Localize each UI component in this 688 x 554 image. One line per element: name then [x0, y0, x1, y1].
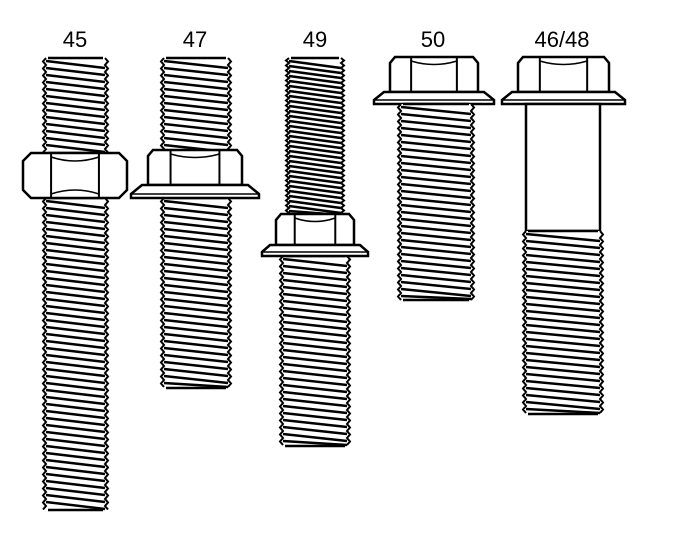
stud-49-upper-thread	[284, 56, 346, 218]
flange-nut-47	[129, 148, 261, 200]
stud-45-upper-thread	[41, 56, 110, 155]
fastener-45	[21, 56, 129, 512]
fastener-49	[260, 56, 370, 448]
label-45: 45	[63, 27, 87, 52]
bolt-head-46-48	[500, 55, 627, 106]
label-49: 49	[303, 27, 327, 52]
hex-nut-45	[21, 151, 129, 200]
stud-49-lower-thread	[278, 254, 352, 448]
fastener-46-48	[500, 55, 627, 416]
bolt-46-48-shoulder	[524, 102, 602, 233]
stud-47-lower-thread	[159, 196, 233, 390]
bolt-50-thread	[396, 102, 476, 302]
fastener-47	[129, 56, 261, 390]
label-50: 50	[421, 27, 445, 52]
bolt-46-48-thread	[521, 229, 605, 416]
label-46-48: 46/48	[534, 27, 589, 52]
stud-45-lower-thread	[41, 196, 110, 512]
bolt-head-50	[372, 55, 496, 106]
stud-47-upper-thread	[159, 56, 233, 155]
fastener-50	[372, 55, 496, 302]
flange-nut-49	[260, 212, 370, 258]
label-47: 47	[183, 27, 207, 52]
